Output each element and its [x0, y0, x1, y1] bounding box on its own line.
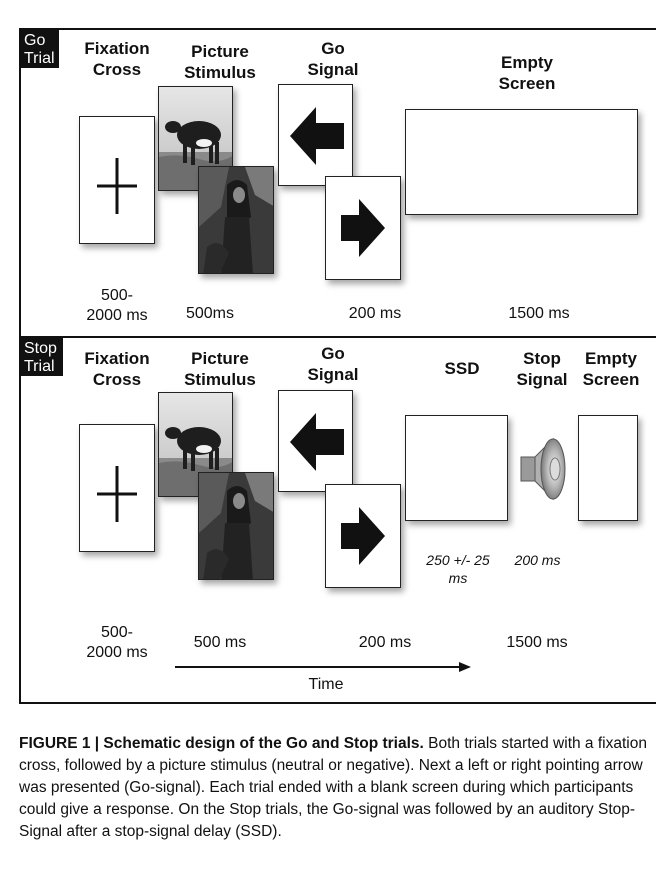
- stop-tag-line2: Trial: [24, 358, 55, 375]
- negative-image-icon: [199, 167, 273, 273]
- go-tag-line2: Trial: [24, 50, 55, 67]
- go-header-fixation-l1: Fixation: [84, 39, 150, 58]
- stop-header-fixation-l2: Cross: [92, 370, 142, 389]
- stop-timing-fixation-l2: 2000 ms: [86, 644, 148, 661]
- go-timing-picture: 500ms: [185, 305, 235, 322]
- stop-header-empty-l1: Empty: [585, 349, 637, 368]
- go-header-empty-l1: Empty: [501, 53, 553, 72]
- go-tag-line1: Go: [24, 32, 46, 49]
- stop-header-go-signal: Go Signal: [303, 343, 363, 385]
- figure-caption: FIGURE 1 | Schematic design of the Go an…: [19, 733, 649, 843]
- stop-right-arrow-card: [325, 484, 401, 588]
- go-left-arrow-card: [278, 84, 353, 186]
- go-timing-fixation: 500- 2000 ms: [77, 286, 157, 326]
- ssd-duration-l1: 250 +/- 25: [426, 552, 490, 568]
- speaker-icon: [520, 437, 566, 501]
- go-header-go-signal: Go Signal: [303, 38, 363, 80]
- go-timing-fixation-l2: 2000 ms: [86, 307, 148, 324]
- stop-header-fixation-l1: Fixation: [84, 349, 150, 368]
- stop-header-stop-l1: Stop: [523, 349, 561, 368]
- ssd-duration-l2: ms: [448, 570, 468, 586]
- go-timing-fixation-l1: 500-: [100, 287, 134, 304]
- stop-header-go-l2: Signal: [307, 365, 359, 384]
- go-right-arrow-card: [325, 176, 401, 280]
- caption-body: Both trials started with a fixation cros…: [19, 735, 647, 840]
- go-timing-go-signal: 200 ms: [348, 305, 402, 322]
- go-header-empty-l2: Screen: [498, 74, 556, 93]
- stop-timing-go-signal: 200 ms: [358, 634, 412, 651]
- go-header-picture-l1: Picture: [191, 42, 249, 61]
- left-arrow-icon: [290, 413, 344, 471]
- stop-header-stop-signal: Stop Signal: [512, 348, 572, 390]
- stop-header-empty-l2: Screen: [582, 370, 640, 389]
- go-header-fixation-l2: Cross: [92, 60, 142, 79]
- stop-header-ssd: SSD: [444, 359, 480, 378]
- right-arrow-icon: [341, 507, 385, 565]
- go-header-go-l2: Signal: [307, 60, 359, 79]
- stop-timing-empty: 1500 ms: [506, 634, 568, 651]
- stop-header-picture-l1: Picture: [191, 349, 249, 368]
- go-empty-screen: [405, 109, 638, 215]
- bottom-border: [19, 702, 656, 704]
- caption-title: FIGURE 1 | Schematic design of the Go an…: [19, 735, 424, 752]
- stop-timing-fixation-l1: 500-: [100, 624, 134, 641]
- stop-fixation-card: [79, 424, 155, 552]
- fixation-cross-icon: [97, 158, 137, 214]
- stop-empty-screen: [578, 415, 638, 521]
- go-negative-photo: [198, 166, 274, 274]
- go-header-picture: Picture Stimulus: [170, 41, 270, 83]
- stop-timing-picture: 500 ms: [193, 634, 247, 651]
- ssd-duration: 250 +/- 25 ms: [418, 551, 498, 587]
- stop-trial-tag: Stop Trial: [21, 338, 63, 376]
- stop-header-picture-l2: Stimulus: [184, 370, 256, 389]
- stop-left-arrow-card: [278, 390, 353, 492]
- stop-ssd-screen: [405, 415, 508, 521]
- go-header-fixation: Fixation Cross: [82, 38, 152, 80]
- stop-header-empty: Empty Screen: [576, 348, 646, 390]
- go-header-empty: Empty Screen: [482, 52, 572, 94]
- go-trial-tag: Go Trial: [21, 30, 59, 68]
- stop-header-picture: Picture Stimulus: [170, 348, 270, 390]
- stop-timing-fixation: 500- 2000 ms: [77, 623, 157, 663]
- go-header-picture-l2: Stimulus: [184, 63, 256, 82]
- negative-image-icon: [199, 473, 273, 579]
- right-arrow-icon: [341, 199, 385, 257]
- time-axis-label: Time: [308, 676, 344, 693]
- stop-header-fixation: Fixation Cross: [82, 348, 152, 390]
- stop-header-stop-l2: Signal: [516, 370, 568, 389]
- stop-negative-photo: [198, 472, 274, 580]
- go-fixation-card: [79, 116, 155, 244]
- top-border: [19, 28, 656, 30]
- go-timing-empty: 1500 ms: [508, 305, 570, 322]
- left-border: [19, 28, 21, 702]
- stop-tag-line1: Stop: [24, 340, 57, 357]
- left-arrow-icon: [290, 107, 344, 165]
- stop-signal-duration: 200 ms: [514, 552, 561, 568]
- time-arrow: [175, 662, 471, 672]
- stop-header-go-l1: Go: [321, 344, 345, 363]
- stop-cow-photo: [158, 392, 233, 497]
- fixation-cross-icon: [97, 466, 137, 522]
- panel-divider: [19, 336, 656, 338]
- go-header-go-l1: Go: [321, 39, 345, 58]
